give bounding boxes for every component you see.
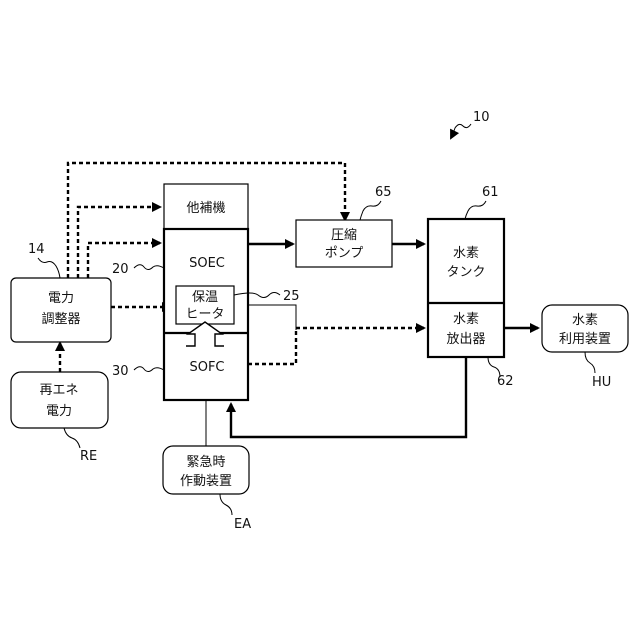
ref-label-65: 65 (375, 185, 392, 200)
ref-label-25: 25 (283, 289, 300, 304)
dashed-line-sofc-to-discharger (248, 328, 424, 364)
heater-box: 保温 ヒータ (176, 286, 234, 324)
compressor-pump-label-line2: ポンプ (325, 246, 364, 261)
sofc-label: SOFC (189, 360, 224, 375)
emergency-device-label-line1: 緊急時 (186, 455, 225, 470)
ref-label-61: 61 (482, 185, 499, 200)
heater-label-line1: 保温 (192, 290, 218, 305)
ref-label-ea: EA (234, 517, 251, 532)
renewable-power-label-line2: 電力 (46, 404, 72, 419)
ref-label-62: 62 (497, 374, 514, 389)
ref-20: 20 (112, 262, 164, 277)
auxiliary-label: 他補機 (186, 201, 225, 216)
ref-hu: HU (585, 352, 611, 390)
ref-re: RE (64, 428, 97, 464)
ref-62: 62 (488, 357, 514, 389)
hydrogen-tank-label-line2: タンク (446, 265, 485, 280)
ref-14: 14 (28, 242, 60, 278)
hydrogen-discharger-label-line2: 放出器 (446, 332, 485, 347)
ref-30: 30 (112, 364, 164, 379)
ref-65: 65 (360, 185, 392, 220)
solid-line-discharger-to-sofc (231, 357, 466, 437)
ref-label-hu: HU (592, 375, 611, 390)
hydrogen-tank-discharger-stack: 水素 タンク 水素 放出器 (428, 219, 504, 357)
hydrogen-user-box: 水素 利用装置 (542, 305, 628, 352)
renewable-power-label-line1: 再エネ (39, 383, 78, 398)
ref-label-30: 30 (112, 364, 129, 379)
hydrogen-tank-label-line1: 水素 (453, 246, 479, 261)
heater-label-line2: ヒータ (185, 307, 224, 322)
hydrogen-discharger-label-line1: 水素 (453, 312, 479, 327)
figure-number: 10 (473, 110, 490, 125)
ref-61: 61 (465, 185, 499, 219)
figure-number-ref: 10 (451, 110, 490, 138)
compressor-pump-label-line1: 圧縮 (331, 227, 357, 243)
auxiliary-box: 他補機 (164, 184, 248, 229)
emergency-device-box: 緊急時 作動装置 (163, 446, 249, 494)
renewable-power-box: 再エネ 電力 (11, 372, 108, 428)
power-adjuster-label-line2: 調整器 (41, 312, 80, 327)
ref-ea: EA (220, 494, 251, 532)
hydrogen-user-label-line1: 水素 (572, 313, 598, 328)
ref-label-14: 14 (28, 242, 45, 257)
ref-label-20: 20 (112, 262, 129, 277)
soec-label: SOEC (189, 256, 225, 271)
emergency-device-label-line2: 作動装置 (180, 474, 232, 489)
power-adjuster-box: 電力 調整器 (11, 278, 111, 342)
compressor-pump-box: 圧縮 ポンプ (296, 220, 392, 267)
ref-label-re: RE (80, 449, 97, 464)
hydrogen-user-label-line2: 利用装置 (559, 332, 611, 347)
power-adjuster-label-line1: 電力 (48, 291, 74, 306)
